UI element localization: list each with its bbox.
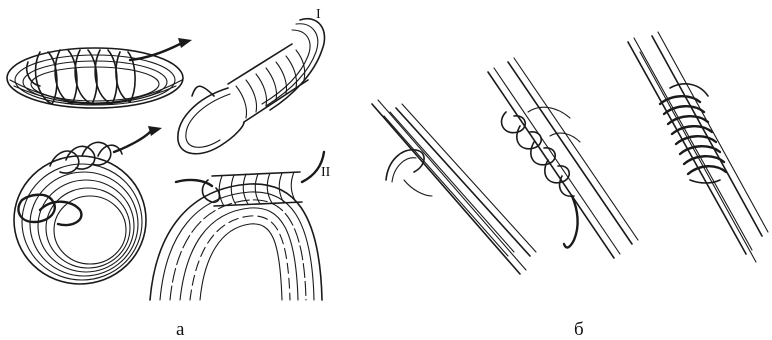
pole-hitch-step-2: [488, 58, 638, 258]
hank-finished-i: [178, 19, 325, 154]
coil-round-hitch: [14, 126, 162, 284]
caption-b: б: [574, 320, 584, 339]
caption-a: а: [176, 320, 184, 339]
marker-i: I: [316, 8, 321, 22]
panel-a-drawings: [7, 19, 325, 300]
coil-flat-wrapped: [7, 38, 192, 108]
pole-hitch-step-1: [372, 100, 536, 274]
hank-wrapped-ii: [150, 152, 324, 300]
pole-hitch-step-3: [628, 32, 768, 262]
marker-ii: II: [321, 166, 330, 180]
panel-b-drawings: [372, 32, 768, 274]
